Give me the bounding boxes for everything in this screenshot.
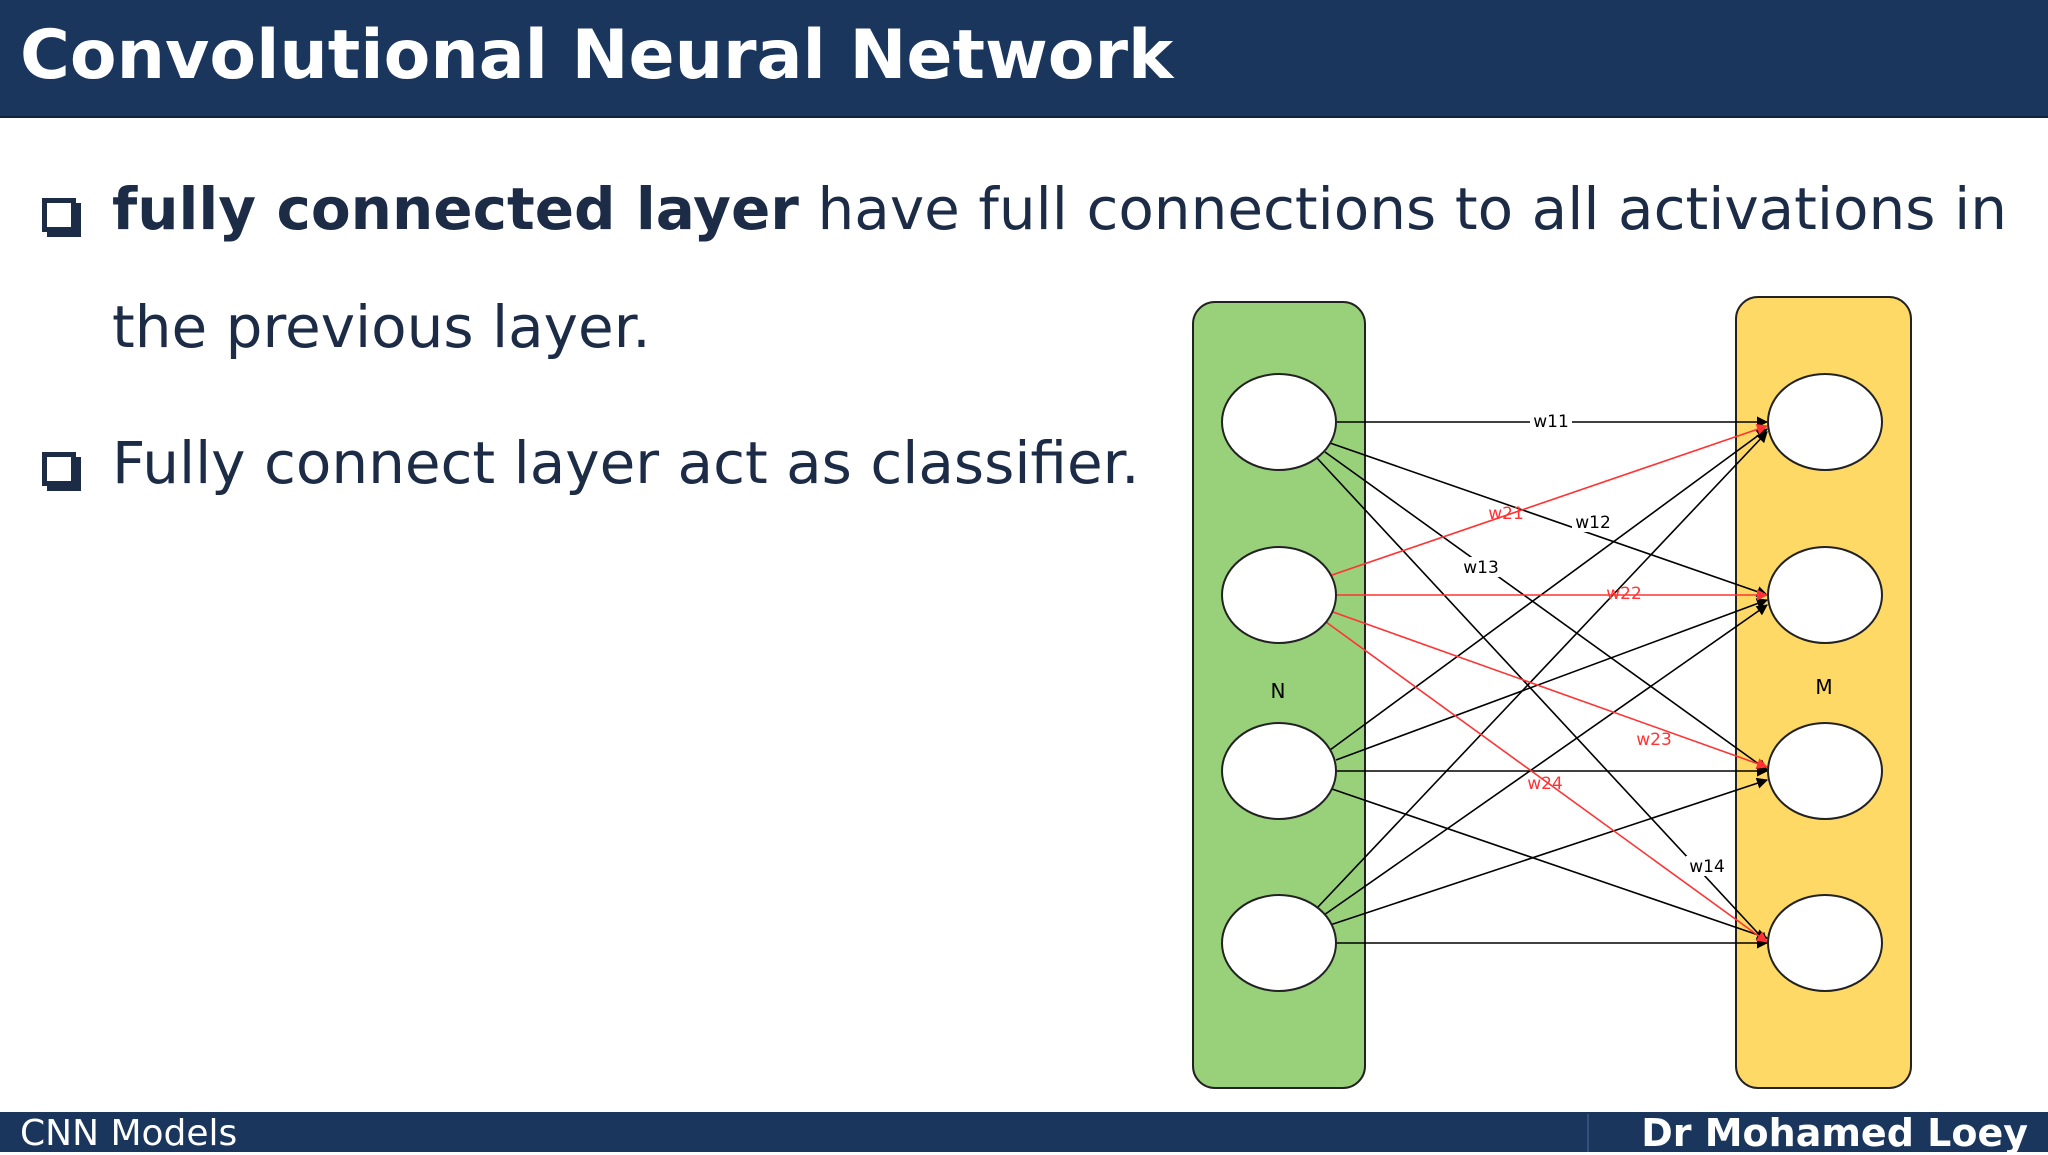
- edge-w12: [1329, 442, 1769, 597]
- output-node-2: [1767, 546, 1883, 644]
- label-w22: w22: [1606, 584, 1642, 604]
- footer-bar: [0, 1112, 2048, 1152]
- label-w24: w24: [1527, 774, 1563, 794]
- input-node-4: [1221, 894, 1337, 992]
- input-node-3: [1221, 722, 1337, 820]
- edge-w42: [1323, 604, 1768, 916]
- edge-w43: [1329, 777, 1769, 926]
- label-w23: w23: [1636, 730, 1672, 750]
- checkbox-bullet-icon: [42, 452, 76, 486]
- output-layer-box: [1735, 296, 1912, 1089]
- label-w12: w12: [1575, 513, 1611, 533]
- bullet-1-text: fully connected layer have full connecti…: [112, 150, 2007, 386]
- bullet-1-line-1: fully connected layer have full connecti…: [112, 150, 2007, 268]
- edge-w23: [1332, 611, 1769, 769]
- label-w21: w21: [1488, 504, 1524, 524]
- bullet-1-rest: have full connections to all activations…: [798, 175, 2007, 243]
- label-w13: w13: [1463, 558, 1499, 578]
- bullet-2: [42, 432, 76, 486]
- output-node-4: [1767, 894, 1883, 992]
- input-layer-box: [1192, 301, 1366, 1089]
- input-node-1: [1221, 373, 1337, 471]
- edge-w13: [1324, 451, 1768, 771]
- edge-w24: [1325, 621, 1768, 943]
- bullet-2-text: Fully connect layer act as classifier.: [112, 429, 1140, 497]
- footer-author: Dr Mohamed Loey: [1641, 1111, 2028, 1155]
- edge-w32: [1335, 598, 1769, 761]
- slide-title: Convolutional Neural Network: [20, 16, 1174, 95]
- bullet-1-line-2: the previous layer.: [112, 293, 651, 361]
- output-node-1: [1767, 373, 1883, 471]
- edge-w21: [1331, 423, 1769, 576]
- input-layer-label: N: [1271, 679, 1286, 703]
- output-layer-label: M: [1815, 675, 1832, 699]
- title-bar: [0, 0, 2048, 118]
- label-w14: w14: [1689, 857, 1725, 877]
- checkbox-bullet-icon: [42, 198, 76, 232]
- input-node-2: [1221, 546, 1337, 644]
- bullet-1: [42, 178, 76, 232]
- edge-w41: [1316, 431, 1768, 909]
- bullet-1-bold-term: fully connected layer: [112, 175, 799, 243]
- footer-divider: [1587, 1114, 1589, 1152]
- output-node-3: [1767, 722, 1883, 820]
- edge-w34: [1331, 788, 1769, 941]
- footer-course-name: CNN Models: [20, 1113, 238, 1154]
- label-w11: w11: [1533, 412, 1569, 432]
- edge-w31: [1329, 428, 1768, 751]
